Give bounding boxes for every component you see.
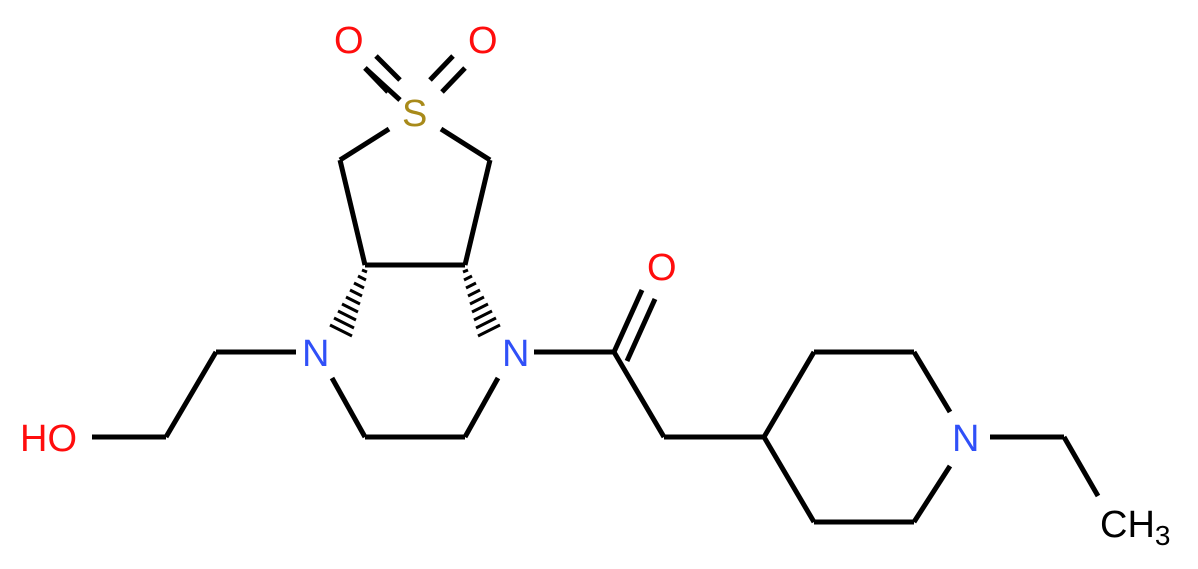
acyl-group <box>534 288 764 440</box>
atom-label-piperidine-nitrogen: N <box>952 418 979 460</box>
sulfonyl-double-bond-right <box>428 54 467 94</box>
atom-label-carbonyl-oxygen: O <box>647 247 677 289</box>
atom-label-nitrogen-left: N <box>302 333 329 375</box>
piperidine-ring-bonds <box>761 349 953 525</box>
atom-label-nitrogen-right: N <box>502 333 529 375</box>
atom-label-sulfonyl-o-left: O <box>334 20 364 62</box>
methyl-subscript: 3 <box>1155 520 1171 551</box>
atom-label-methyl: CH3 <box>1100 504 1170 551</box>
atom-label-hydroxyl: HO <box>20 418 77 460</box>
hydroxyethyl-chain <box>92 349 296 440</box>
thiolane-ring-bonds <box>337 126 493 268</box>
piperazine-ring-bonds <box>329 376 501 440</box>
hashed-stereo-bond-left <box>329 268 368 338</box>
atom-label-sulfur: S <box>402 93 427 135</box>
sulfonyl-double-bond-left <box>363 54 402 102</box>
ethyl-group <box>990 434 1101 498</box>
hashed-stereo-bond-right <box>462 268 501 338</box>
atom-label-sulfonyl-o-right: O <box>468 20 498 62</box>
